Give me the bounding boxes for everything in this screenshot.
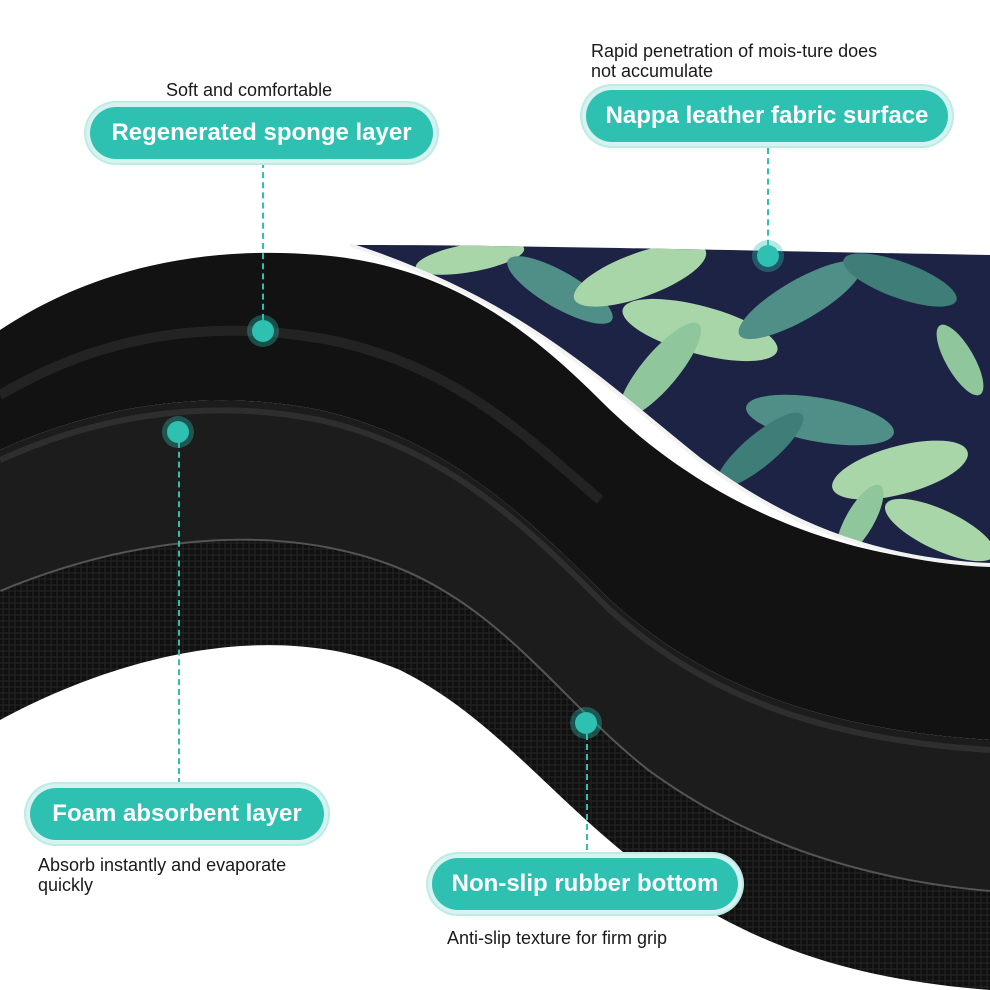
sponge-label: Regenerated sponge layer	[90, 107, 433, 159]
sponge-layer	[0, 252, 990, 740]
nappa-leader-line	[767, 148, 769, 256]
nappa-caption: Rapid penetration of mois-ture does not …	[591, 41, 877, 81]
leaf-pattern	[415, 245, 990, 562]
foam-leader-line	[178, 432, 180, 784]
rubber-marker	[575, 712, 597, 734]
foam-layer	[0, 400, 990, 890]
foam-caption: Absorb instantly and evaporate quickly	[38, 855, 286, 895]
foam-label: Foam absorbent layer	[30, 788, 324, 840]
foam-marker	[167, 421, 189, 443]
rubber-layer	[0, 538, 990, 990]
nappa-caption-line2: not accumulate	[591, 61, 714, 81]
rubber-caption: Anti-slip texture for firm grip	[447, 928, 668, 948]
foam-caption-line1: Absorb instantly and evaporate	[38, 855, 287, 875]
nappa-label: Nappa leather fabric surface	[586, 90, 948, 142]
sponge-marker	[252, 320, 274, 342]
nappa-caption-line1: Rapid penetration of mois-ture does	[591, 41, 878, 61]
sponge-leader-line	[262, 162, 264, 330]
foam-caption-line2: quickly	[38, 875, 94, 895]
rubber-label: Non-slip rubber bottom	[432, 858, 738, 910]
nappa-marker	[757, 245, 779, 267]
rubber-leader-line	[586, 724, 588, 860]
sponge-caption: Soft and comfortable	[166, 80, 333, 100]
